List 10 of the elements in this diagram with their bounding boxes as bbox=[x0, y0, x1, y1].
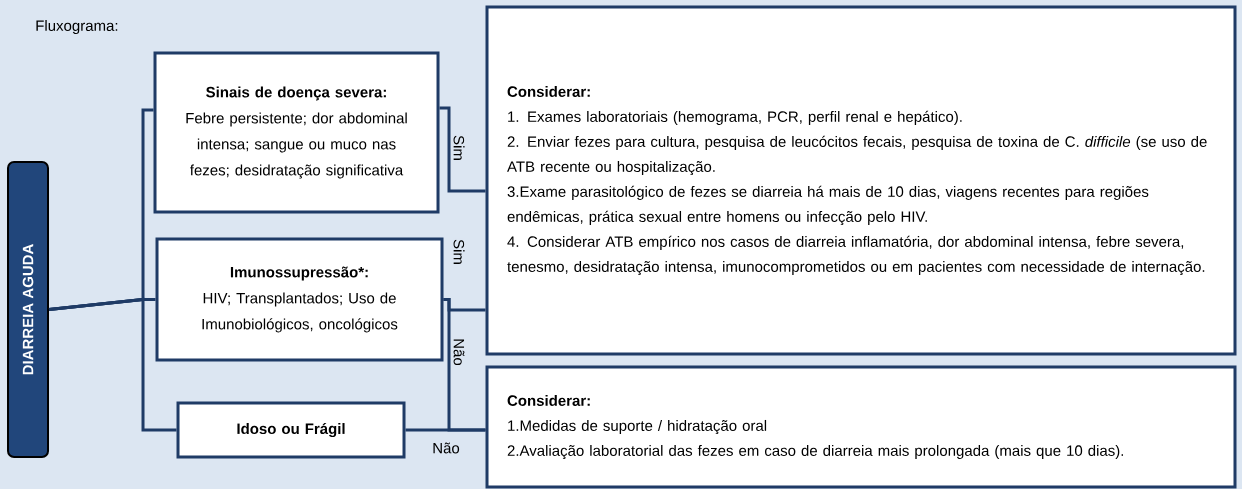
heading: Fluxograma: bbox=[36, 20, 118, 34]
title-banner: DIARREIA AGUDA bbox=[7, 161, 49, 458]
connector-line bbox=[439, 106, 486, 193]
connector-line bbox=[405, 428, 486, 432]
condition-box: Sinais de doença severa: Febre persistente; dor abdominal intensa; sangue ou muco nas fezes; desidratação significativa bbox=[153, 51, 440, 214]
condition-box: Idoso ou Frágil bbox=[176, 401, 406, 459]
recommendation-box: Considerar: 1.Medidas de suporte / hidratação oral 2.Avaliação laboratorial das fezes em caso de diarreia mais prolongada (mais que 10 dias). bbox=[485, 365, 1237, 489]
condition-box: Imunossupressão*: HIV; Transplantados; Uso de Imunobiológicos, oncológicos bbox=[155, 237, 444, 362]
connector-line bbox=[48, 297, 177, 432]
recommendation-box: Considerar: 1. Exames laboratoriais (hemograma, PCR, perfil renal e hepático). 2. Enviar fezes para cultura, pesquisa de leucócitos fecais, pesquisa de toxina de C. difficile (se uso de ATB recente ou hospitalização. 3.Exame parasitológico de fezes se diarreia há mais de 10 dias, viagens recentes para regiões endêmicas, prática sexual entre homens ou infecção pelo HIV. 4. Considerar ATB empírico nos casos de diarreia inflamatória, dor abdominal intensa, febre severa, tenesmo, desidratação intensa, imunocomprometidos ou em pacientes com necessidade de internação. bbox=[485, 5, 1237, 356]
